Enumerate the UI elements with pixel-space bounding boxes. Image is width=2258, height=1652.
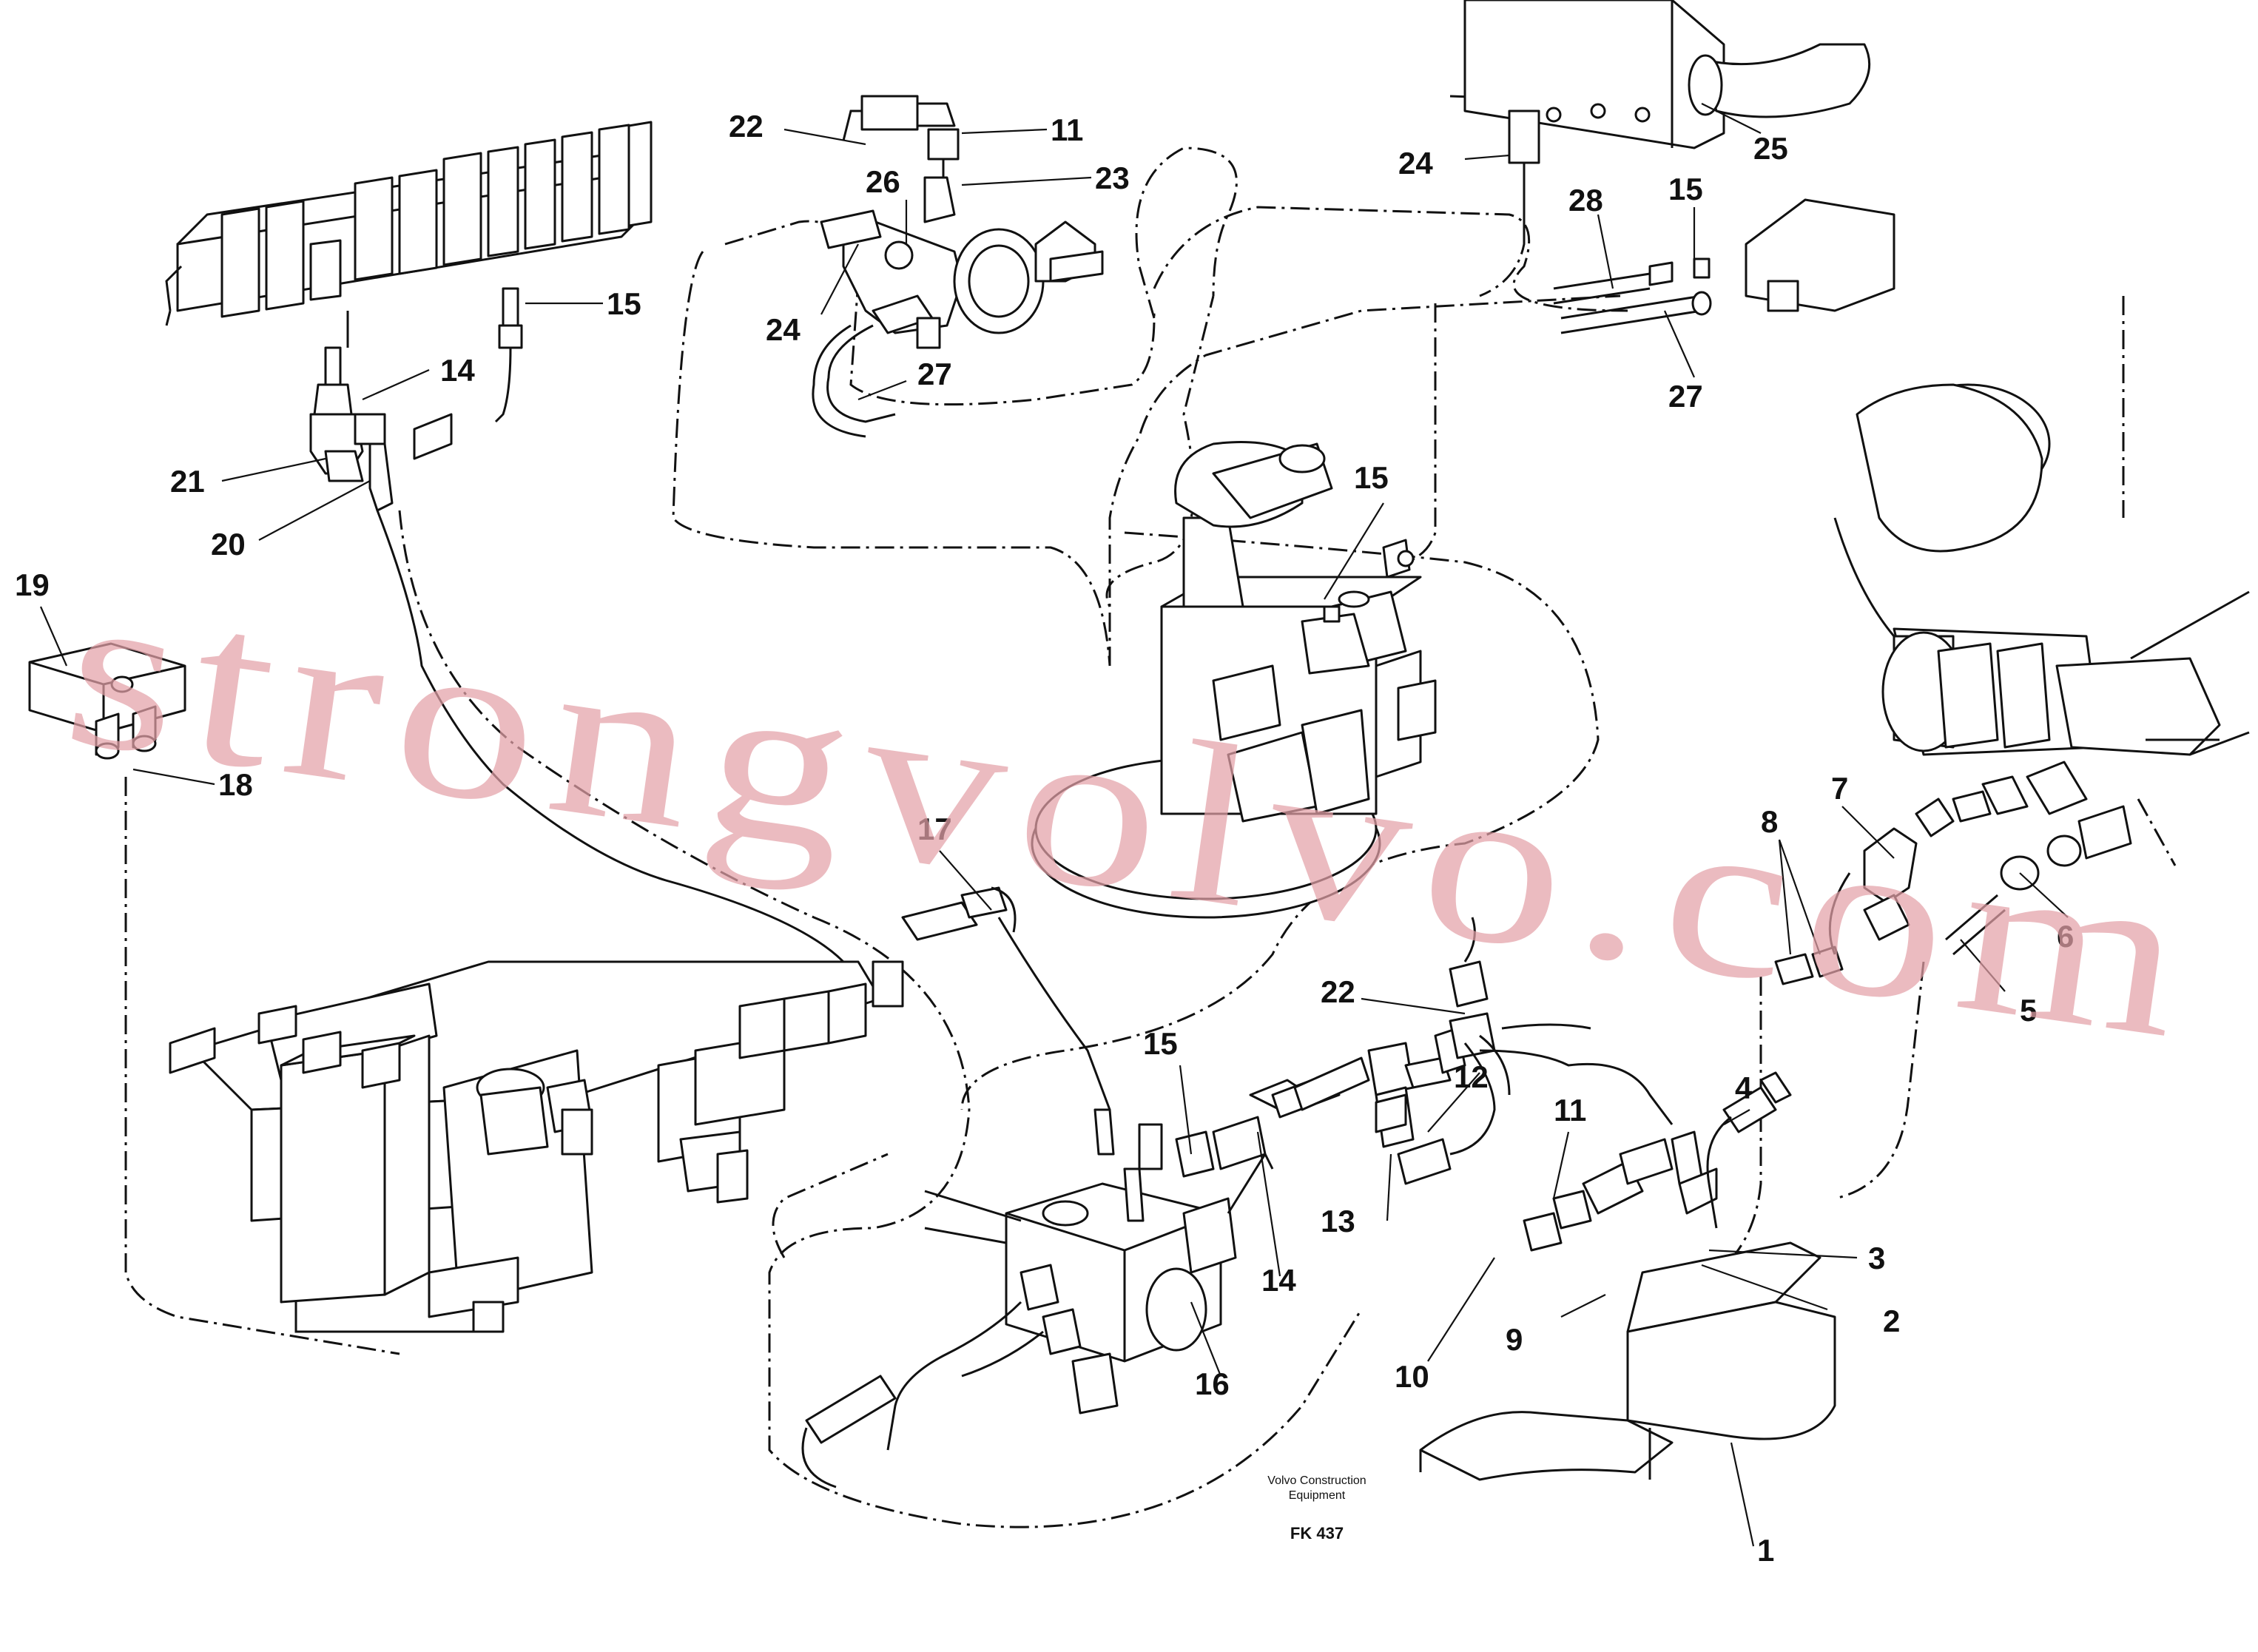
electric-pump-unit [812, 95, 1104, 438]
callout-9: 9 [1506, 1322, 1523, 1357]
callout-28: 28 [1568, 183, 1603, 218]
top-right-block [1463, 0, 1895, 334]
callout-15: 15 [1354, 460, 1389, 495]
callout-3: 3 [1868, 1241, 1885, 1275]
callout-14: 14 [440, 353, 475, 388]
callout-12: 12 [1454, 1059, 1489, 1094]
callout-23: 23 [1095, 161, 1130, 195]
callout-8: 8 [1761, 804, 1778, 839]
callout-1: 1 [1757, 1533, 1774, 1568]
publisher-line-1: Volvo Construction [1267, 1474, 1366, 1487]
figure-code: FK 437 [1290, 1524, 1344, 1543]
callout-11: 11 [1554, 1093, 1586, 1127]
radiator-hoses [1419, 761, 2132, 1481]
publisher-line-2: Equipment [1289, 1489, 1346, 1502]
callout-10: 10 [1395, 1359, 1429, 1394]
callout-25: 25 [1753, 131, 1788, 166]
callout-27: 27 [917, 357, 952, 391]
callout-2: 2 [1883, 1304, 1900, 1338]
callout-11: 11 [1051, 112, 1083, 147]
callout-6: 6 [2057, 919, 2074, 954]
callout-15: 15 [1143, 1026, 1178, 1061]
callout-21: 21 [170, 464, 205, 499]
callout-labels: 22 11 23 26 24 27 24 25 28 15 27 15 14 2… [15, 109, 2074, 1568]
callout-18: 18 [218, 767, 253, 802]
callout-16: 16 [1195, 1366, 1230, 1401]
control-valve-bank [165, 121, 845, 963]
hydraulic-block [801, 1108, 1274, 1489]
callout-17: 17 [917, 812, 952, 846]
callout-22: 22 [729, 109, 764, 144]
callout-22: 22 [1321, 974, 1355, 1009]
leader-lines [39, 103, 2069, 1547]
callout-19: 19 [15, 567, 50, 602]
figure-credit: Volvo Construction Equipment FK 437 [1267, 1474, 1366, 1543]
callout-20: 20 [211, 527, 246, 562]
callout-27: 27 [1668, 379, 1703, 414]
filter-box [28, 642, 186, 760]
callout-5: 5 [2020, 993, 2037, 1028]
callout-7: 7 [1831, 771, 1848, 806]
callout-24: 24 [1398, 146, 1433, 181]
swing-motor-stack [1031, 441, 1437, 919]
callout-26: 26 [866, 164, 900, 199]
callout-13: 13 [1321, 1204, 1355, 1238]
engine-intake-assembly [1833, 383, 2250, 756]
callout-15: 15 [607, 286, 641, 321]
callout-14: 14 [1261, 1263, 1296, 1298]
callout-4: 4 [1735, 1071, 1753, 1105]
hose-fittings [901, 886, 1674, 1222]
callout-15: 15 [1668, 172, 1703, 206]
main-control-valve [169, 960, 904, 1333]
callout-24: 24 [766, 312, 801, 347]
